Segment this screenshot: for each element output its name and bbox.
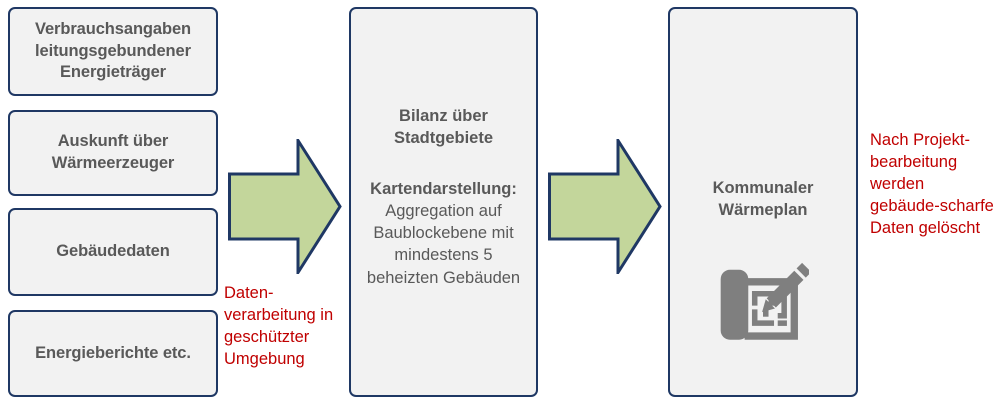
source-box-gebaeudedaten: Gebäudedaten (8, 208, 218, 296)
source-box-energieberichte: Energieberichte etc. (8, 310, 218, 397)
arrow-shape (228, 139, 342, 274)
source-box-label: Energieberichte etc. (35, 343, 191, 362)
source-box-label: Gebäudedaten (56, 242, 170, 261)
annotation-datenloeschung: Nach Projekt-bearbeitung werden gebäude-… (870, 131, 994, 237)
flow-arrow-process-to-result (548, 139, 662, 274)
source-box-verbrauchsangaben: Verbrauchsangaben leitungsgebundener Ene… (8, 7, 218, 96)
blueprint-pencil-icon (720, 262, 809, 340)
result-box-label: Kommunaler Wärmeplan (712, 179, 814, 220)
annotation-datenverarbeitung: Daten-verarbeitung in geschützter Umgebu… (224, 284, 334, 368)
result-box-kommunaler-waermeplan: Kommunaler Wärmeplan (668, 7, 858, 397)
process-box-bilanz: Bilanz über Stadtgebiete Kartendarstellu… (349, 7, 538, 397)
source-box-label: Auskunft über Wärmeerzeuger (51, 132, 175, 172)
process-box-title: Bilanz über Stadtgebiete (393, 107, 494, 148)
flow-arrow-sources-to-process (228, 139, 342, 274)
process-box-subheading: Kartendarstellung: (370, 179, 517, 198)
arrow-shape (548, 139, 662, 274)
source-box-auskunft-waermeerzeuger: Auskunft über Wärmeerzeuger (8, 110, 218, 196)
process-box-subbody: Aggregation auf Baublockebene mit mindes… (366, 201, 521, 287)
source-box-label: Verbrauchsangaben leitungsgebundener Ene… (34, 19, 192, 82)
